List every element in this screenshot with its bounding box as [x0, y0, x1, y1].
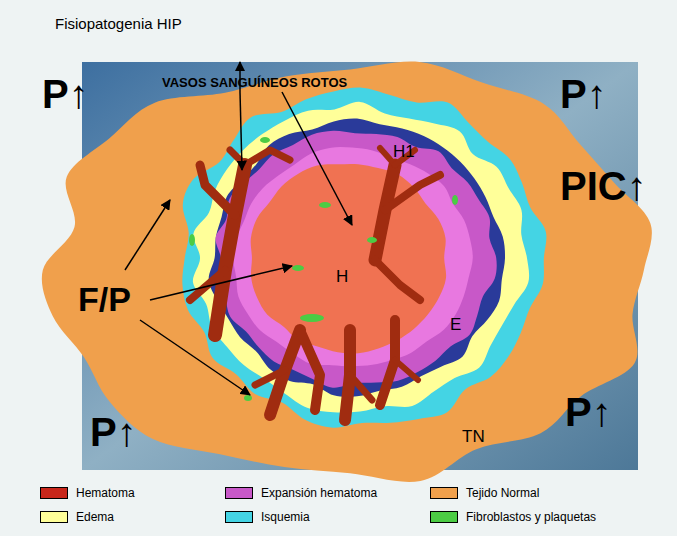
legend-text: Hematoma	[76, 486, 135, 500]
fibroblast-flecks	[189, 137, 458, 401]
legend-text: Expansión hematoma	[261, 486, 377, 500]
region-label: E	[450, 316, 461, 333]
legend-swatch	[40, 511, 68, 523]
legend-item: Tejido Normal	[430, 486, 539, 500]
legend-swatch	[40, 487, 68, 499]
legend-text: Isquemia	[261, 510, 310, 524]
vessel-label: VASOS SANGUÍNEOS ROTOS	[162, 76, 347, 89]
legend-swatch	[225, 511, 253, 523]
legend-item: Hematoma	[40, 486, 135, 500]
edema-zone	[193, 102, 529, 413]
pressure-label: P↑	[42, 74, 89, 114]
ischemia-zone	[182, 88, 546, 428]
ischemia-border	[209, 118, 505, 396]
legend-item: Edema	[40, 510, 114, 524]
region-label: H	[336, 268, 348, 285]
icp-label: PIC↑	[560, 166, 647, 206]
pressure-label: P↑	[560, 74, 607, 114]
legend-item: Fibroblastos y plaquetas	[430, 510, 596, 524]
hematoma-expansion	[216, 131, 497, 388]
legend-text: Fibroblastos y plaquetas	[466, 510, 596, 524]
fibroblast-label: F/P	[78, 282, 131, 316]
pressure-label: P↑	[565, 392, 612, 432]
legend-item: Expansión hematoma	[225, 486, 377, 500]
diagram-title: Fisiopatogenia HIP	[55, 16, 182, 31]
legend-swatch	[430, 511, 458, 523]
pressure-label: P↑	[90, 412, 137, 452]
normal-tissue	[42, 62, 652, 482]
legend-text: Tejido Normal	[466, 486, 539, 500]
legend-swatch	[225, 487, 253, 499]
region-label: H1	[393, 143, 415, 160]
legend-item: Isquemia	[225, 510, 310, 524]
legend-swatch	[430, 487, 458, 499]
region-label: TN	[462, 428, 485, 445]
leader-lines	[125, 62, 352, 395]
legend-text: Edema	[76, 510, 114, 524]
